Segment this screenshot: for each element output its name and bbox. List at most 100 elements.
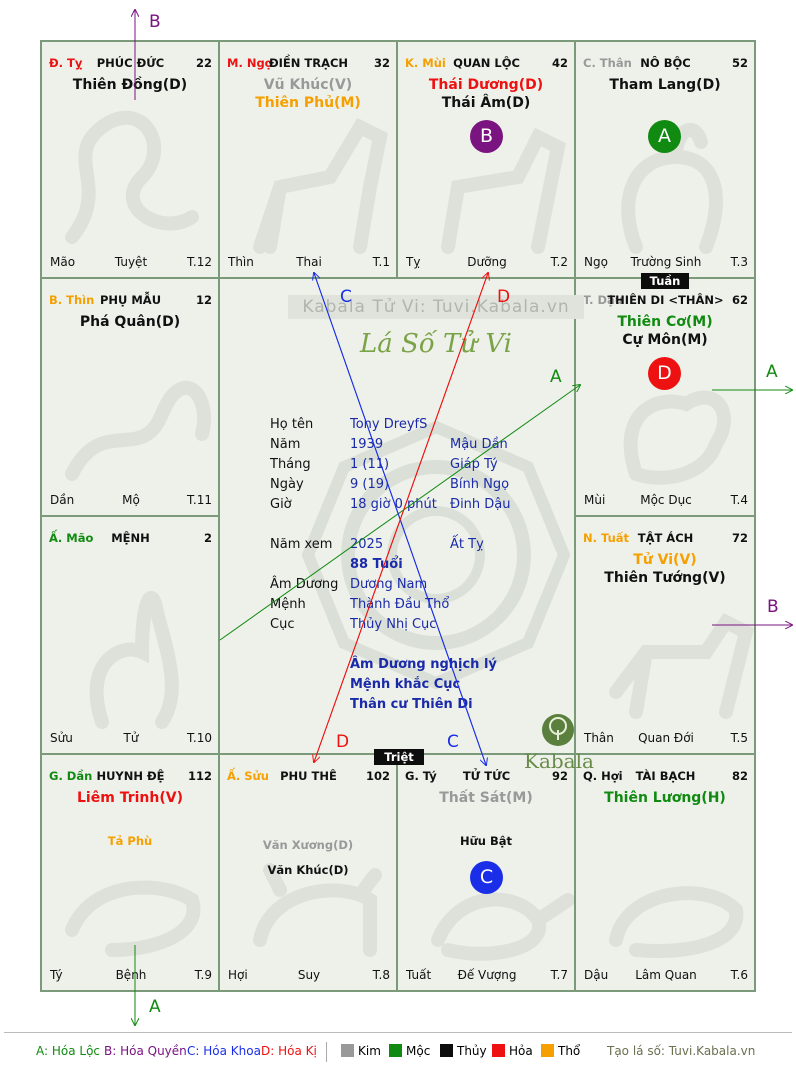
palace-name: PHU THÊ xyxy=(280,769,337,783)
earthly-branch: Thìn xyxy=(228,255,254,269)
palace-name: HUYNH ĐỆ xyxy=(96,769,165,783)
palace-age: 42 xyxy=(551,56,568,70)
palace-name: PHỤ MẪU xyxy=(99,293,162,307)
hoa-marker-b: B xyxy=(470,120,503,153)
main-star: Thái Dương(D) xyxy=(428,77,544,93)
life-stage: Lâm Quan xyxy=(635,968,697,982)
minor-star: Hữu Bật xyxy=(459,834,513,848)
brand-name: Kabala xyxy=(524,749,594,773)
info-value: Dương Nam xyxy=(350,577,428,592)
main-star: Tham Lang(D) xyxy=(609,77,721,93)
minor-stars: Tả Phù xyxy=(42,829,218,854)
decade-limit: T.10 xyxy=(187,731,212,745)
decade-limit: T.3 xyxy=(730,255,748,269)
hoa-marker-a: A xyxy=(648,120,681,153)
decade-limit: T.8 xyxy=(372,968,390,982)
palace-age: 52 xyxy=(731,56,748,70)
main-star: Thiên Tướng(V) xyxy=(604,570,726,586)
chart-note: Âm Dương nghịch lý xyxy=(350,657,497,672)
palace-age: 82 xyxy=(731,769,748,783)
triet-tag: Triệt xyxy=(374,749,424,765)
palace-footer: Ngọ Trường Sinh T.3 xyxy=(584,255,748,271)
earthly-branch: Dậu xyxy=(584,968,609,982)
heavenly-stem-branch: Ấ. Sửu xyxy=(227,769,269,783)
zodiac-horse-watermark xyxy=(253,117,388,254)
minor-star: Tả Phù xyxy=(107,834,153,848)
chart-note: Mệnh khắc Cục xyxy=(350,677,461,692)
info-label: Họ tên xyxy=(270,417,314,432)
info-extra: Đinh Dậu xyxy=(450,497,511,512)
palace-age: 72 xyxy=(731,531,748,545)
earthly-branch: Thân xyxy=(584,731,614,745)
main-stars: Thiên Đồng(D) xyxy=(42,76,218,94)
heavenly-stem-branch: Ấ. Mão xyxy=(49,531,94,545)
legend-moc: Mộc xyxy=(389,1044,430,1058)
palace-age: 12 xyxy=(195,293,212,307)
palace-name: ĐIỀN TRẠCH xyxy=(268,56,349,70)
info-value: 9 (19) xyxy=(350,477,390,492)
earthly-branch: Ngọ xyxy=(584,255,608,269)
decade-limit: T.9 xyxy=(194,968,212,982)
main-stars: Tham Lang(D) xyxy=(576,76,754,94)
earthly-branch: Dần xyxy=(50,493,75,507)
zodiac-goat-watermark xyxy=(441,127,566,254)
palace-age: 62 xyxy=(731,293,748,307)
life-stage: Quan Đới xyxy=(638,731,694,745)
info-label: Âm Dương xyxy=(270,577,339,592)
legend-hoa-ki: D: Hóa Kị xyxy=(261,1044,317,1058)
info-value: 18 giờ 0 phút xyxy=(350,497,437,512)
info-value: Tony DreyfS xyxy=(350,417,428,432)
arrow-label-c-bot: C xyxy=(447,732,459,752)
site-banner: Kabala Tử Vi: Tuvi.Kabala.vn xyxy=(288,295,584,319)
zodiac-tiger-watermark xyxy=(65,880,201,957)
life-stage: Trường Sinh xyxy=(630,255,702,269)
legend-tho: Thổ xyxy=(541,1044,580,1058)
palace-footer: Dậu Lâm Quan T.6 xyxy=(584,968,748,984)
info-value: 2025 xyxy=(350,537,384,552)
info-extra: Mậu Dần xyxy=(450,437,508,452)
palace-age: 32 xyxy=(373,56,390,70)
legend-hoa-loc: A: Hóa Lộc xyxy=(36,1044,101,1058)
heavenly-stem-branch: K. Mùi xyxy=(405,56,446,70)
earthly-branch: Mão xyxy=(50,255,76,269)
main-star: Thất Sát(M) xyxy=(439,790,533,806)
arrow-label-d-bot: D xyxy=(336,732,350,752)
main-star: Liêm Trinh(V) xyxy=(77,790,183,806)
arrow-label-bottom-a: A xyxy=(149,997,161,1017)
decade-limit: T.6 xyxy=(730,968,748,982)
zodiac-snake-watermark xyxy=(65,110,199,244)
info-extra: Bính Ngọ xyxy=(450,477,510,492)
main-star: Phá Quân(D) xyxy=(79,314,181,330)
arrow-label-c-top: C xyxy=(340,287,352,307)
heavenly-stem-branch: T. Dậu xyxy=(583,293,623,307)
life-stage: Thai xyxy=(296,255,322,269)
hoa-marker-d: D xyxy=(648,357,681,390)
decade-limit: T.2 xyxy=(550,255,568,269)
earthly-branch: Hợi xyxy=(228,968,248,982)
life-stage: Tử xyxy=(123,731,139,745)
zodiac-rabbit-watermark xyxy=(89,591,179,729)
earthly-branch: Tuất xyxy=(406,968,432,982)
zodiac-rooster-watermark xyxy=(623,390,732,485)
life-stage: Tuyệt xyxy=(114,255,148,269)
palace-age: 112 xyxy=(187,769,212,783)
main-stars: Vũ Khúc(V)Thiên Phủ(M) xyxy=(220,76,396,112)
